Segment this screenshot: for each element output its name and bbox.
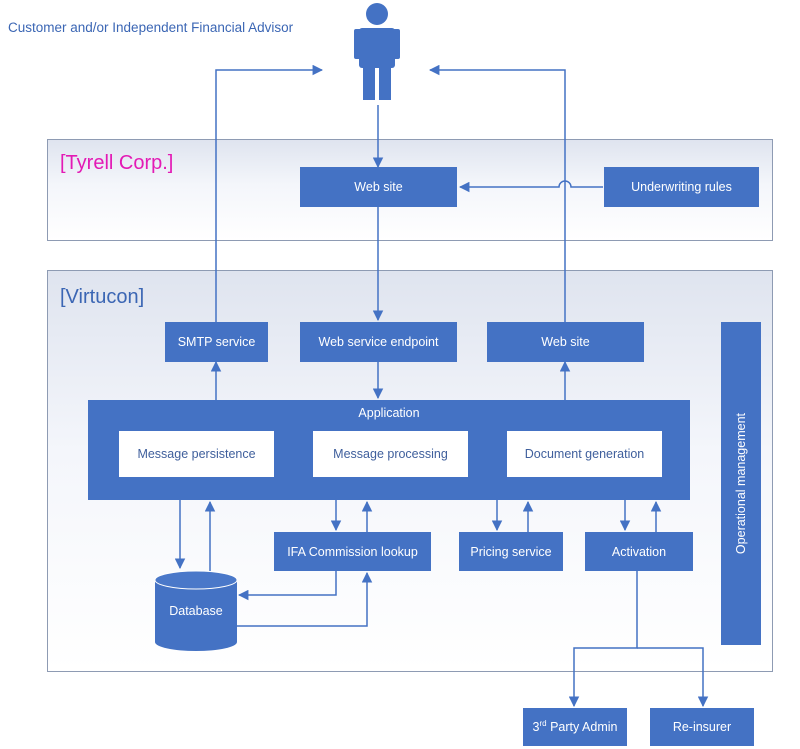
operational-management-label: Operational management	[734, 412, 748, 555]
database-node: Database	[154, 570, 238, 652]
application-label: Application	[358, 406, 420, 420]
operational-management-node: Operational management	[721, 322, 761, 645]
message-processing-node: Message processing	[313, 431, 468, 477]
tyrell-website-node: Web site	[300, 167, 457, 207]
pricing-service-node: Pricing service	[459, 532, 563, 571]
database-icon	[154, 570, 238, 651]
document-generation-node: Document generation	[507, 431, 662, 477]
web-service-endpoint-node: Web service endpoint	[300, 322, 457, 362]
underwriting-rules-node: Underwriting rules	[604, 167, 759, 207]
database-label: Database	[169, 604, 223, 618]
third-party-admin-node: 3rd Party Admin	[523, 708, 627, 746]
activation-node: Activation	[585, 532, 693, 571]
message-persistence-node: Message persistence	[119, 431, 274, 477]
ifa-commission-lookup-node: IFA Commission lookup	[274, 532, 431, 571]
tyrell-zone-label: [Tyrell Corp.]	[60, 152, 174, 174]
reinsurer-node: Re-insurer	[650, 708, 754, 746]
virtucon-website-node: Web site	[487, 322, 644, 362]
person-icon	[352, 2, 402, 100]
smtp-service-node: SMTP service	[165, 322, 268, 362]
virtucon-zone-label: [Virtucon]	[60, 286, 145, 308]
actor-label: Customer and/or Independent Financial Ad…	[8, 20, 294, 35]
third-party-admin-label: 3rd Party Admin	[532, 719, 618, 735]
